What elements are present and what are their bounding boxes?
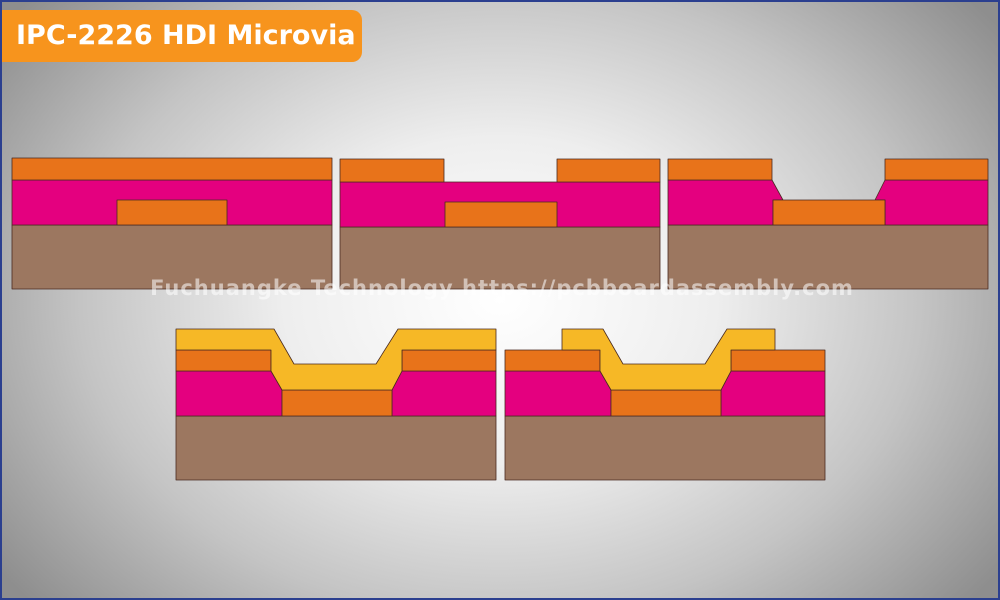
dielectric-left <box>175 370 283 417</box>
inner-copper-pad <box>116 199 228 226</box>
step-5-pattern-etch <box>504 328 826 481</box>
top-copper-left <box>504 349 601 372</box>
dielectric-left <box>504 370 612 417</box>
substrate-layer <box>175 415 497 481</box>
dielectric-right <box>720 370 826 417</box>
top-copper-foil <box>11 157 333 181</box>
watermark-text: Fuchuangke Technology https://pcbboardas… <box>150 276 854 300</box>
top-copper-left <box>175 349 272 372</box>
step-4-copper-plating <box>175 328 497 481</box>
title-badge: IPC-2226 HDI Microvia <box>2 10 362 62</box>
substrate-layer <box>504 415 826 481</box>
substrate-layer <box>11 224 333 290</box>
top-copper-right <box>556 158 661 183</box>
plated-copper-layer <box>175 328 497 391</box>
dielectric-right <box>391 370 497 417</box>
inner-copper-pad <box>281 389 393 417</box>
substrate-layer <box>667 224 989 290</box>
top-copper-left <box>339 158 445 183</box>
step-1-laminated-foil <box>11 157 333 290</box>
step-3-laser-drill <box>667 158 989 290</box>
inner-copper-pad <box>444 201 558 228</box>
inner-copper-pad <box>772 199 886 226</box>
top-copper-left <box>667 158 773 181</box>
patterned-plating-layer <box>561 328 776 391</box>
page-title: IPC-2226 HDI Microvia <box>16 20 356 51</box>
inner-copper-pad <box>610 389 722 417</box>
top-copper-right <box>401 349 497 372</box>
top-copper-right <box>730 349 826 372</box>
dielectric-left <box>667 179 784 226</box>
step-2-conformal-mask <box>339 158 661 290</box>
dielectric-right <box>874 179 989 226</box>
top-copper-right <box>884 158 989 181</box>
